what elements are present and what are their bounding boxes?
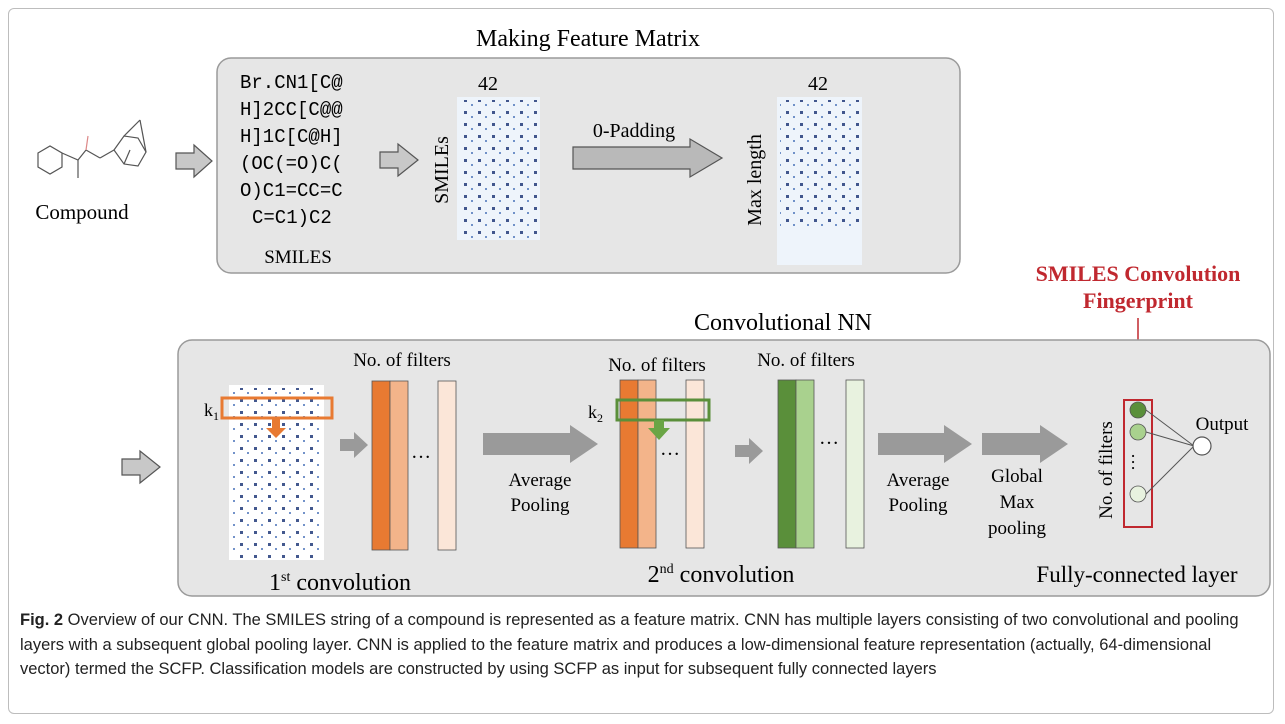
- feature-matrix-title: Making Feature Matrix: [476, 26, 700, 52]
- compound-structure-icon: [37, 119, 147, 178]
- arrow-global-max-pool: [982, 425, 1068, 463]
- matrix-2-axis: Max length: [744, 134, 766, 226]
- conv2-filter-last: [845, 379, 865, 549]
- scfp-vector-box: [1123, 399, 1153, 528]
- conv1-caption: 1st convolution: [269, 570, 411, 596]
- gmp-b: Max: [1000, 492, 1035, 513]
- avg-pool-2-b: Pooling: [888, 495, 948, 516]
- scfp-node-1: [1129, 401, 1147, 419]
- pool1-map-last: [685, 379, 705, 549]
- avg-pool-1-b: Pooling: [510, 495, 570, 516]
- filters-2-label: No. of filters: [608, 355, 706, 376]
- smiles-line: C=C1)C2: [252, 207, 332, 229]
- smiles-line: H]1C[C@H]: [240, 126, 343, 148]
- arrow-avg-pool-1: [483, 425, 598, 463]
- k1-label: k1: [204, 400, 219, 423]
- figure-caption: Fig. 2 Overview of our CNN. The SMILES s…: [20, 608, 1265, 682]
- conv1-filter-last: [437, 380, 457, 551]
- figure-number: Fig. 2: [20, 611, 64, 629]
- arrow-compound-to-smiles: [175, 143, 213, 179]
- kernel-1-arrow: [266, 418, 286, 438]
- pool1-map-2: [637, 379, 657, 549]
- arrow-avg-pool-2: [878, 425, 972, 463]
- k2-label: k2: [588, 402, 603, 425]
- output-label: Output: [1196, 414, 1250, 435]
- smiles-label: SMILES: [264, 247, 332, 268]
- figure-frame: [8, 8, 1274, 714]
- smiles-text-block: Br.CN1[C@ H]2CC[C@@ H]1C[C@H] (OC(=O)C( …: [240, 72, 343, 229]
- conv2-ellipsis: …: [819, 427, 839, 449]
- matrix-1-axis: SMILEs: [431, 136, 453, 204]
- avg-pool-2-a: Average: [887, 470, 950, 491]
- filters-3-label: No. of filters: [757, 350, 855, 371]
- padding-arrow: [572, 137, 724, 179]
- pool1-ellipsis: …: [660, 438, 680, 460]
- smiles-line: O)C1=CC=C: [240, 180, 343, 202]
- filters-4-label: No. of filters: [1096, 421, 1117, 519]
- conv2-filter-2: [795, 379, 815, 549]
- arrow-smiles-to-matrix: [379, 142, 419, 178]
- padding-label: 0-Padding: [593, 120, 675, 142]
- conv2-caption: 2nd convolution: [648, 562, 795, 588]
- smiles-line: H]2CC[C@@: [240, 99, 343, 121]
- conv1-filter-1: [371, 380, 391, 551]
- arrow-to-conv2: [735, 438, 763, 464]
- avg-pool-1-a: Average: [509, 470, 572, 491]
- scfp-ellipsis: …: [1128, 453, 1148, 471]
- pool1-map-1: [619, 379, 639, 549]
- gmp-c: pooling: [988, 518, 1047, 539]
- fc-caption: Fully-connected layer: [1036, 562, 1238, 587]
- smiles-line: (OC(=O)C(: [240, 153, 343, 175]
- conv1-ellipsis: …: [411, 441, 431, 463]
- smiles-line: Br.CN1[C@: [240, 72, 343, 94]
- arrow-into-cnn: [121, 449, 161, 485]
- conv1-filter-2: [389, 380, 409, 551]
- arrow-to-conv1: [340, 432, 368, 458]
- figure-caption-text: Overview of our CNN. The SMILES string o…: [20, 611, 1239, 678]
- fc-connections: [1145, 409, 1195, 495]
- scfp-node-last: [1129, 485, 1147, 503]
- scfp-title-line2: Fingerprint: [1083, 288, 1194, 313]
- compound-label: Compound: [35, 200, 129, 224]
- gmp-a: Global: [991, 466, 1043, 487]
- matrix-2-width: 42: [808, 73, 828, 95]
- output-node: [1192, 436, 1212, 456]
- cnn-title: Convolutional NN: [694, 310, 872, 336]
- filters-1-label: No. of filters: [353, 350, 451, 371]
- matrix-1-width: 42: [478, 73, 498, 95]
- scfp-node-2: [1129, 423, 1147, 441]
- kernel-2-arrow: [648, 420, 670, 440]
- conv2-filter-1: [777, 379, 797, 549]
- scfp-title-line1: SMILES Convolution: [1036, 261, 1241, 286]
